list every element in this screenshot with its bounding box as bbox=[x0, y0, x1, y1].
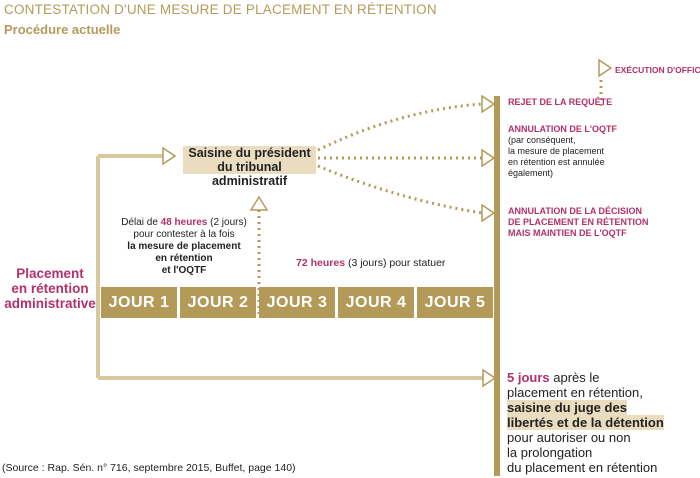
dotted-path-annulation-decision bbox=[317, 164, 483, 215]
saisine-box: Saisine du président du tribunal adminis… bbox=[183, 146, 316, 188]
annulation-oqtf-block: ANNULATION DE L'OQTF (par conséquent, la… bbox=[508, 124, 617, 178]
placement-label: Placement en rétention administrative bbox=[4, 266, 96, 311]
arrow-rejet-icon bbox=[481, 94, 496, 114]
arrow-to-cinq-jours-icon bbox=[482, 368, 497, 388]
rejet-requete-label: REJET DE LA REQUÊTE bbox=[508, 97, 613, 107]
arrow-execution-icon bbox=[598, 58, 613, 78]
page-subtitle: Procédure actuelle bbox=[4, 22, 121, 37]
arrow-to-saisine-icon bbox=[162, 146, 177, 166]
execution-office-label: EXÉCUTION D'OFFICE bbox=[615, 65, 700, 75]
day-2-box: JOUR 2 bbox=[180, 287, 256, 318]
arrow-up-icon bbox=[249, 195, 269, 211]
dotted-path-rejet bbox=[317, 102, 483, 152]
page-title: CONTESTATION D'UNE MESURE DE PLACEMENT E… bbox=[4, 2, 437, 17]
arrow-annulation-oqtf-icon bbox=[481, 148, 496, 168]
cinq-jours-block: 5 jours après le placement en rétention,… bbox=[507, 370, 664, 475]
day-3-box: JOUR 3 bbox=[259, 287, 335, 318]
statuer-text: 72 heures (3 jours) pour statuer bbox=[296, 257, 446, 269]
day-5-box: JOUR 5 bbox=[417, 287, 493, 318]
day-4-box: JOUR 4 bbox=[338, 287, 414, 318]
arrow-annulation-decision-icon bbox=[481, 203, 496, 223]
right-vertical-bar bbox=[494, 96, 500, 476]
source-citation: (Source : Rap. Sén. n° 716, septembre 20… bbox=[2, 462, 296, 474]
annulation-decision-block: ANNULATION DE LA DÉCISION DE PLACEMENT E… bbox=[508, 206, 649, 238]
delai-text: Délai de 48 heures (2 jours) pour contes… bbox=[121, 217, 247, 276]
day-1-box: JOUR 1 bbox=[101, 287, 177, 318]
